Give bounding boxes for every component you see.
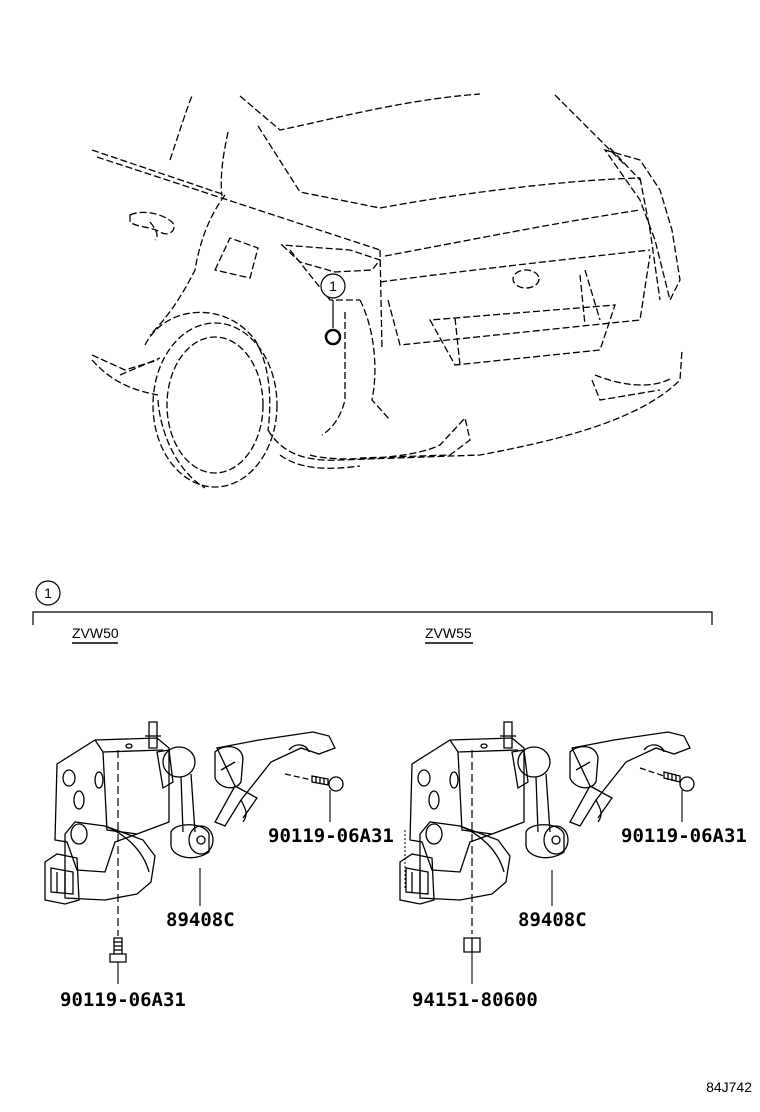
lower-nut-icon (463, 937, 481, 953)
sensor-assembly-zvw55 (399, 721, 691, 905)
sensor-part-number: 89408C (166, 909, 235, 931)
section-number: 1 (44, 585, 52, 601)
section-header: 1 (32, 580, 713, 625)
model-label-zvw50: ZVW50 (72, 625, 119, 644)
model-label-text: ZVW50 (72, 625, 119, 641)
lower-bolt-part-number: 90119-06A31 (60, 989, 186, 1011)
lower-nut-part-number: 94151-80600 (412, 989, 538, 1011)
section-callout-circle (35, 580, 61, 606)
car-sensor-callout: 1 (320, 273, 346, 346)
upper-bolt-icon (639, 767, 695, 792)
upper-bolt-icon (284, 773, 344, 792)
diagram-code: 84J742 (706, 1079, 752, 1095)
model-label-text: ZVW55 (425, 625, 472, 641)
lower-bolt-icon (109, 937, 127, 963)
callout-number: 1 (329, 278, 337, 294)
upper-bolt-part-number: 90119-06A31 (621, 825, 747, 847)
sensor-location-marker (324, 328, 342, 346)
upper-bolt-part-number: 90119-06A31 (268, 825, 394, 847)
car-rear-illustration (91, 93, 683, 489)
callout-circle (320, 273, 346, 299)
sensor-assembly-zvw50 (44, 721, 336, 905)
sensor-part-number: 89408C (518, 909, 587, 931)
section-bracket (32, 611, 713, 625)
model-label-zvw55: ZVW55 (425, 625, 473, 644)
